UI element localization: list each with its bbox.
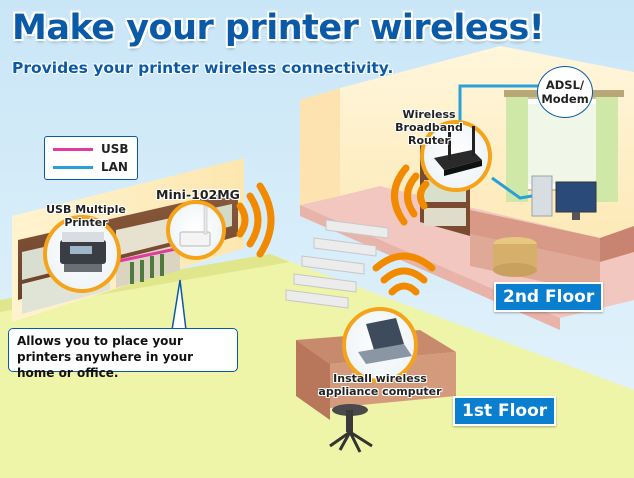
second-floor-badge: 2nd Floor [494,282,604,312]
mini-102mg-circle [166,200,226,260]
legend-label-lan: LAN [101,160,128,174]
router-label: Wireless Broadband Router [395,108,463,147]
first-floor-badge: 1st Floor [453,396,557,426]
mini-102mg-label: Mini-102MG [156,187,240,202]
usb-printer-label: USB Multiple Printer [46,203,126,229]
router-circle [420,120,492,192]
stairs [285,219,389,309]
lan-line-swatch [53,165,93,169]
computer-label: Install wireless appliance computer [318,372,442,398]
legend-item-lan: LAN [53,159,128,175]
headline: Make your printer wireless! [12,8,545,48]
legend-label-usb: USB [101,142,129,156]
wifi-signal-computer [372,252,436,296]
legend: USB LAN [44,136,138,180]
adsl-modem-bubble: ADSL/ Modem [537,66,593,118]
subheadline: Provides your printer wireless connectiv… [12,59,394,77]
laptop-circle [342,307,418,383]
legend-item-usb: USB [53,141,129,157]
usb-line-swatch [53,147,93,151]
wifi-signal-router [391,164,430,226]
wifi-signal-mini [236,182,275,258]
placement-callout: Allows you to place your printers anywhe… [8,328,238,380]
usb-printer-circle [43,215,121,293]
